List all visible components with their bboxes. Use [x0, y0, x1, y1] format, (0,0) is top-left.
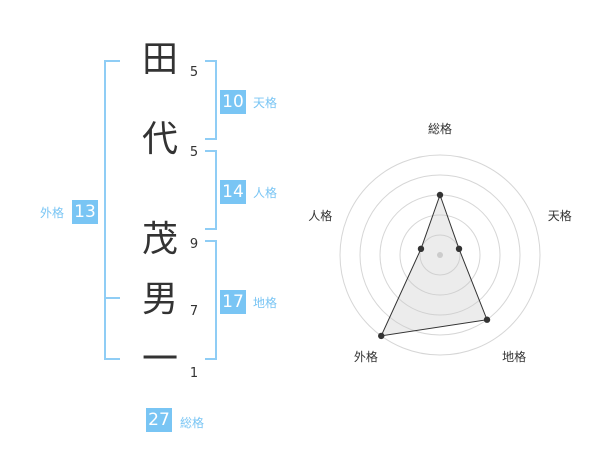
stroke-count-5: 1	[189, 366, 199, 381]
radar-polygon	[380, 193, 488, 337]
tenkaku-value: 10	[220, 90, 246, 114]
radar-ring-2	[399, 214, 481, 296]
radar-axis-label-5: 人格	[308, 208, 332, 223]
radar-point-1	[436, 191, 444, 199]
radar-ring-5	[339, 154, 541, 356]
radar-axis-label-4: 外格	[354, 349, 378, 364]
chikaku-label: 地格	[253, 296, 278, 310]
radar-point-4	[378, 332, 385, 340]
name-char-4: 男	[141, 279, 178, 320]
stroke-count-1: 5	[189, 65, 199, 80]
chikaku-bracket	[205, 240, 217, 360]
name-char-3: 茂	[141, 219, 178, 260]
radar-axis-label-2: 天格	[548, 208, 572, 223]
stroke-count-3: 9	[189, 237, 199, 252]
tenkaku-label: 天格	[253, 96, 278, 110]
radar-ring-4	[359, 174, 521, 336]
gaikaku-label: 外格	[40, 206, 65, 220]
radar-axis-label-1: 総格	[428, 121, 452, 136]
gaikaku-bracket-tick	[104, 297, 120, 299]
tenkaku-bracket	[205, 60, 217, 140]
name-char-5: 一	[141, 339, 178, 380]
name-char-1: 田	[141, 39, 178, 80]
soukaku-value: 27	[146, 408, 172, 432]
radar-axis-label-3: 地格	[502, 349, 526, 364]
radar-point-5	[417, 245, 425, 253]
jinkaku-bracket	[205, 150, 217, 230]
radar-ring-1	[419, 234, 461, 276]
gaikaku-bracket	[104, 60, 120, 360]
radar-point-3	[483, 316, 491, 323]
jinkaku-label: 人格	[253, 186, 278, 200]
radar-point-2	[455, 245, 463, 253]
soukaku-label: 総格	[180, 416, 205, 430]
stroke-count-4: 7	[189, 304, 199, 319]
gaikaku-value: 13	[72, 200, 98, 224]
stroke-count-2: 5	[189, 145, 199, 160]
chikaku-value: 17	[220, 290, 246, 314]
radar-center	[437, 252, 443, 258]
jinkaku-value: 14	[220, 180, 246, 204]
name-char-2: 代	[141, 119, 178, 160]
